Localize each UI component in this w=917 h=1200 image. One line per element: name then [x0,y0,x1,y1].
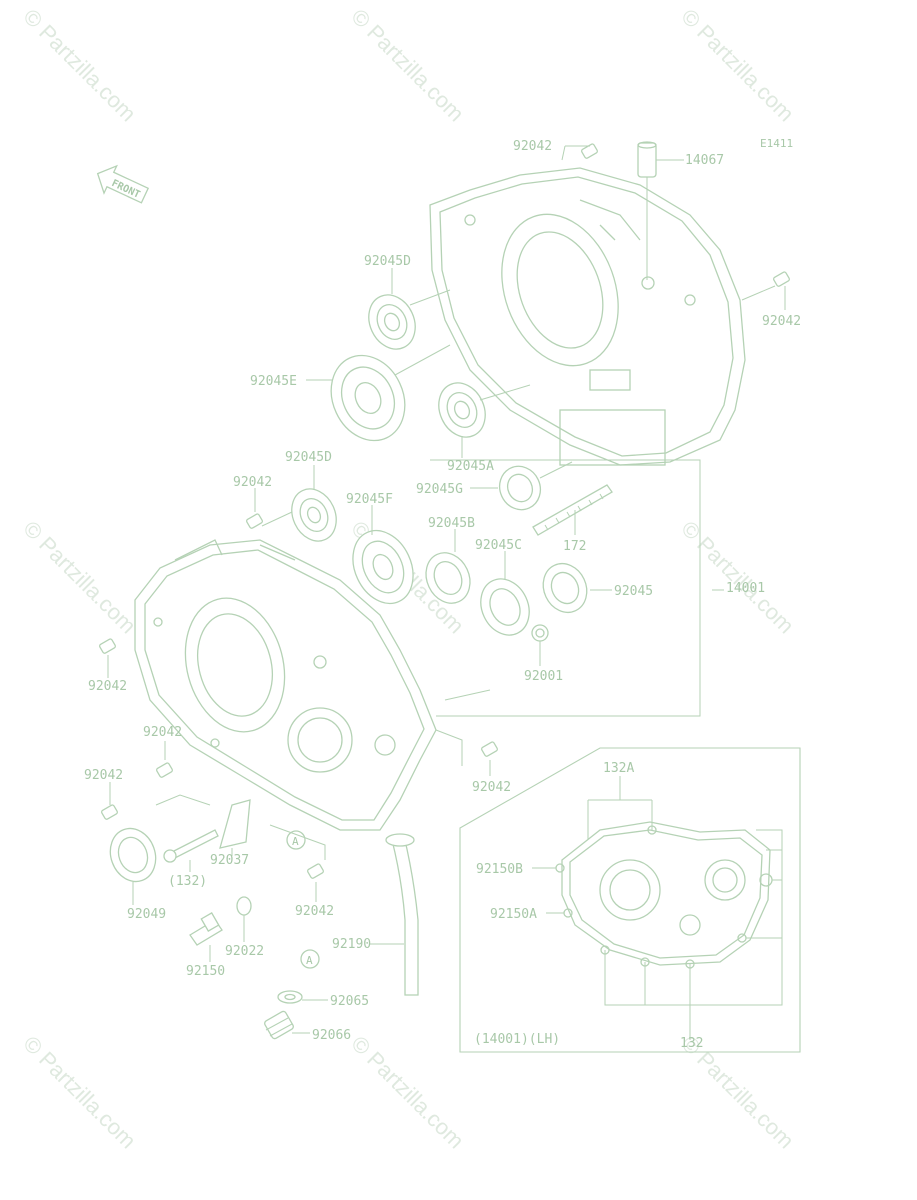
stud-172 [532,484,613,536]
callout-132A: 132A [603,761,634,776]
bearing-92045G [498,465,542,511]
diagram-code: E1411 [760,137,793,150]
plate-92037 [219,799,251,849]
callout-92042: 92042 [295,904,334,919]
bolt-92001 [531,624,549,642]
watermark: © Partzilla.com [18,1031,141,1154]
watermark: © Partzilla.com [676,516,799,639]
watermark: © Partzilla.com [18,4,141,127]
watermark: © Partzilla.com [18,516,141,639]
watermark: © Partzilla.com [346,4,469,127]
callout-92001: 92001 [524,669,563,684]
callout-92045D: 92045D [364,254,411,269]
callout-92042: 92042 [84,768,123,783]
callout-92065: 92065 [330,994,369,1009]
callout-labels: 92042 14067 92042 92045D 92045E 92045A 9… [84,139,801,1051]
callout-92045G: 92045G [416,482,463,497]
callout-92045: 92045 [614,584,653,599]
callout-92042: 92042 [762,314,801,329]
washer-92022 [236,896,252,916]
drain-plug-92066 [264,1010,294,1040]
bearing-92045D-lower [291,488,337,542]
gasket-92065 [277,990,303,1004]
callout-92042: 92042 [143,725,182,740]
callout-14067: 14067 [685,153,724,168]
marker-label: A [306,954,313,967]
marker-label: A [292,835,299,848]
callout-92045A: 92045A [447,459,494,474]
callout-14001: 14001 [726,581,765,596]
bearing-92045B [425,552,471,604]
callout-172: 172 [563,539,586,554]
bearing-92045C [480,578,530,636]
callout-92190: 92190 [332,937,371,952]
front-arrow-icon: FRONT [96,164,150,204]
reference-marker-a: A [300,949,320,969]
watermark: © Partzilla.com [676,4,799,127]
bearing-92045F [352,529,414,605]
sleeve-14067 [637,141,657,178]
callout-92042: 92042 [88,679,127,694]
callout-92066: 92066 [312,1028,351,1043]
bearing-92045 [542,563,588,613]
watermark: © Partzilla.com [346,1031,469,1154]
callout-92042: 92042 [513,139,552,154]
front-label: FRONT [110,178,142,201]
callout-92045C: 92045C [475,538,522,553]
hose-92190 [385,833,419,996]
callout-92045F: 92045F [346,492,393,507]
callout-92150: 92150 [186,964,225,979]
callout-92045B: 92045B [428,516,475,531]
callout-92042: 92042 [472,780,511,795]
callout-92150B: 92150B [476,862,523,877]
callout-92037: 92037 [210,853,249,868]
inset-caption: (14001)(LH) [474,1032,560,1047]
bearing-92045E [330,354,406,442]
reference-marker-a: A [286,830,306,850]
callout-92042: 92042 [233,475,272,490]
dowel-pins [99,143,790,879]
fitting-92150 [189,912,223,946]
callout-92022: 92022 [225,944,264,959]
right-crankcase-half [429,167,746,466]
callout-92045E: 92045E [250,374,297,389]
leader-lines [107,145,786,1034]
callout-132: (132) [168,874,207,889]
inset-left-case-view: (14001)(LH) [459,747,801,1053]
callout-92045D: 92045D [285,450,332,465]
bearing-92045A [438,382,486,438]
left-crankcase-half [134,539,437,831]
bearing-92045D-upper [368,294,416,350]
oil-seal-92049 [109,827,157,883]
callout-92150A: 92150A [490,907,537,922]
callout-132: 132 [680,1036,703,1051]
bolt-132 [163,829,219,863]
callout-92049: 92049 [127,907,166,922]
